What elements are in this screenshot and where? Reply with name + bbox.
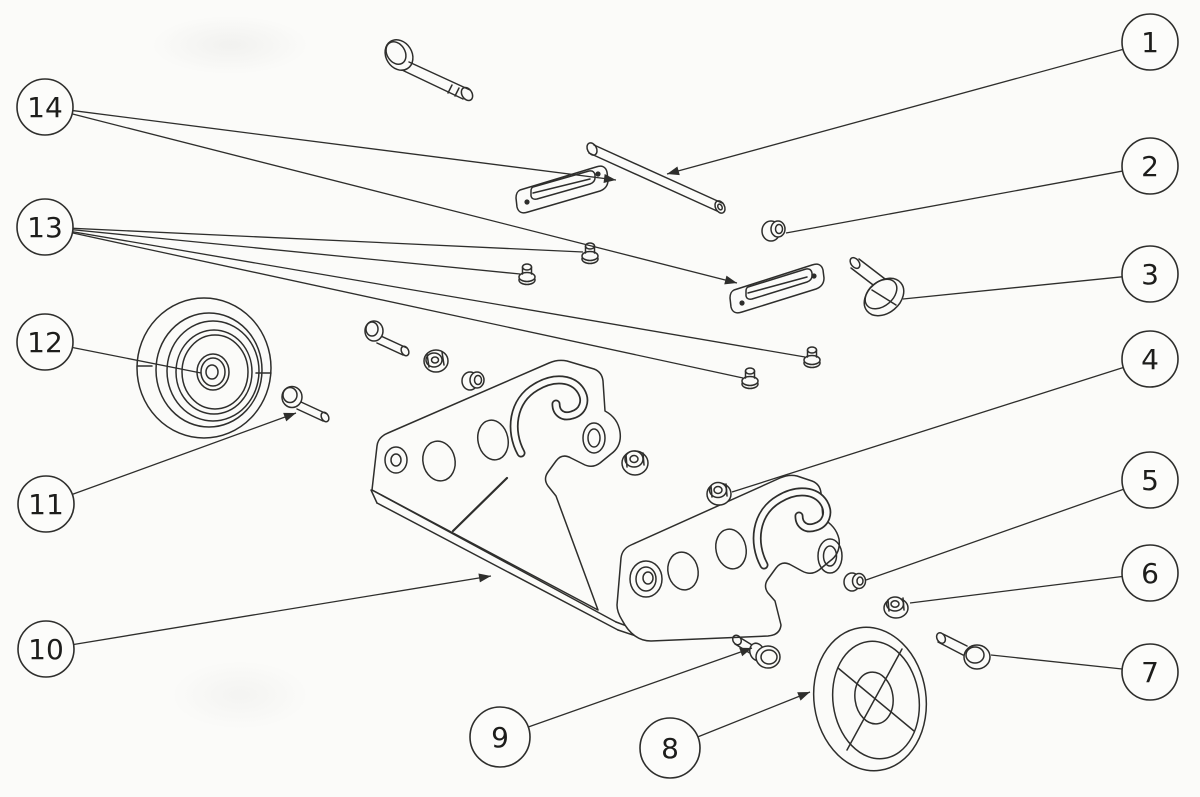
balloon-circle — [1121, 544, 1179, 602]
part-lock-nut — [883, 596, 909, 619]
leader-line — [72, 227, 584, 253]
callout-7: 7 — [990, 643, 1179, 701]
leader-line — [72, 346, 202, 374]
leader-arrowhead — [667, 166, 680, 176]
callout-1: 1 — [666, 13, 1179, 176]
balloon-circle — [16, 198, 74, 256]
part-hex-nut-front — [621, 450, 649, 476]
part-axle-rod — [586, 142, 726, 214]
part-wheel-right — [812, 626, 928, 772]
callout-11: 11 — [17, 412, 297, 533]
balloon-number: 14 — [27, 91, 63, 124]
part-bolt-top — [384, 39, 474, 102]
leader-line — [528, 647, 753, 728]
balloon-number: 3 — [1141, 258, 1159, 291]
balloon-number: 1 — [1141, 26, 1159, 59]
leader-arrowhead — [603, 174, 616, 183]
leader-line — [666, 48, 1124, 175]
balloon-circle — [1121, 245, 1179, 303]
callout-12: 12 — [16, 313, 202, 374]
part-socket-bolt — [935, 632, 991, 670]
leader-line — [902, 276, 1123, 300]
callout-14: 14 — [16, 78, 738, 285]
part-shoulder-bolt — [281, 385, 330, 423]
balloon-number: 9 — [491, 721, 509, 754]
leader-line — [72, 232, 744, 379]
balloon-number: 12 — [27, 326, 63, 359]
balloon-number: 11 — [28, 488, 64, 521]
part-spacer-bushing — [761, 220, 786, 242]
leader-line — [785, 170, 1123, 234]
leader-line — [72, 109, 617, 181]
balloon-circle — [1121, 137, 1179, 195]
callout-9: 9 — [469, 647, 753, 768]
part-pivot-bolt-upper — [364, 320, 410, 357]
balloon-number: 5 — [1141, 464, 1159, 497]
part-wheel-left — [136, 297, 272, 439]
callout-5: 5 — [865, 451, 1179, 581]
callout-10: 10 — [17, 573, 492, 678]
leader-line — [990, 654, 1123, 670]
leader-line — [697, 691, 811, 738]
balloon-number: 10 — [28, 633, 64, 666]
leader-arrowhead — [478, 573, 491, 583]
callout-2: 2 — [785, 137, 1179, 234]
part-washer-upper — [423, 349, 449, 373]
part-clevis-pin — [849, 256, 905, 317]
balloon-number: 8 — [661, 732, 679, 765]
balloon-circle — [17, 475, 75, 533]
callout-8: 8 — [639, 691, 811, 779]
part-slide-plate-upper — [515, 165, 609, 214]
leader-line — [72, 229, 521, 275]
part-screw-b — [518, 263, 536, 286]
part-flange-nut — [706, 481, 732, 506]
balloon-circle — [1121, 13, 1179, 71]
part-hex-bolt — [731, 634, 781, 669]
callout-6: 6 — [909, 544, 1179, 604]
balloon-number: 4 — [1141, 343, 1159, 376]
balloon-circle — [469, 706, 531, 768]
part-bushing-upper — [461, 371, 485, 391]
balloon-circle — [16, 313, 74, 371]
balloon-number: 2 — [1141, 150, 1159, 183]
balloon-circle — [1121, 643, 1179, 701]
balloon-circle — [16, 78, 74, 136]
balloon-number: 6 — [1141, 557, 1159, 590]
callout-3: 3 — [902, 245, 1179, 303]
leader-line — [909, 575, 1123, 604]
leader-arrowhead — [739, 647, 752, 657]
balloon-circle — [639, 717, 701, 779]
part-bushing-lower — [843, 572, 867, 592]
leader-line — [72, 412, 297, 496]
balloon-circle — [1121, 330, 1179, 388]
leader-arrowhead — [283, 412, 296, 422]
part-screw-c — [803, 346, 821, 369]
part-screw-d — [741, 367, 759, 390]
callout-4: 4 — [731, 330, 1179, 493]
balloon-number: 13 — [27, 211, 63, 244]
leader-arrowhead — [724, 275, 737, 285]
leader-line — [72, 231, 806, 358]
callout-13: 13 — [16, 198, 806, 379]
leader-line — [73, 575, 492, 646]
balloon-circle — [17, 620, 75, 678]
leader-line — [71, 113, 738, 284]
balloon-number: 7 — [1141, 656, 1159, 689]
leader-line — [865, 488, 1124, 581]
balloon-circle — [1121, 451, 1179, 509]
leader-arrowhead — [797, 692, 810, 701]
leader-line — [731, 366, 1124, 493]
part-frame-weldment — [370, 359, 843, 642]
part-slide-plate-lower — [729, 263, 825, 314]
